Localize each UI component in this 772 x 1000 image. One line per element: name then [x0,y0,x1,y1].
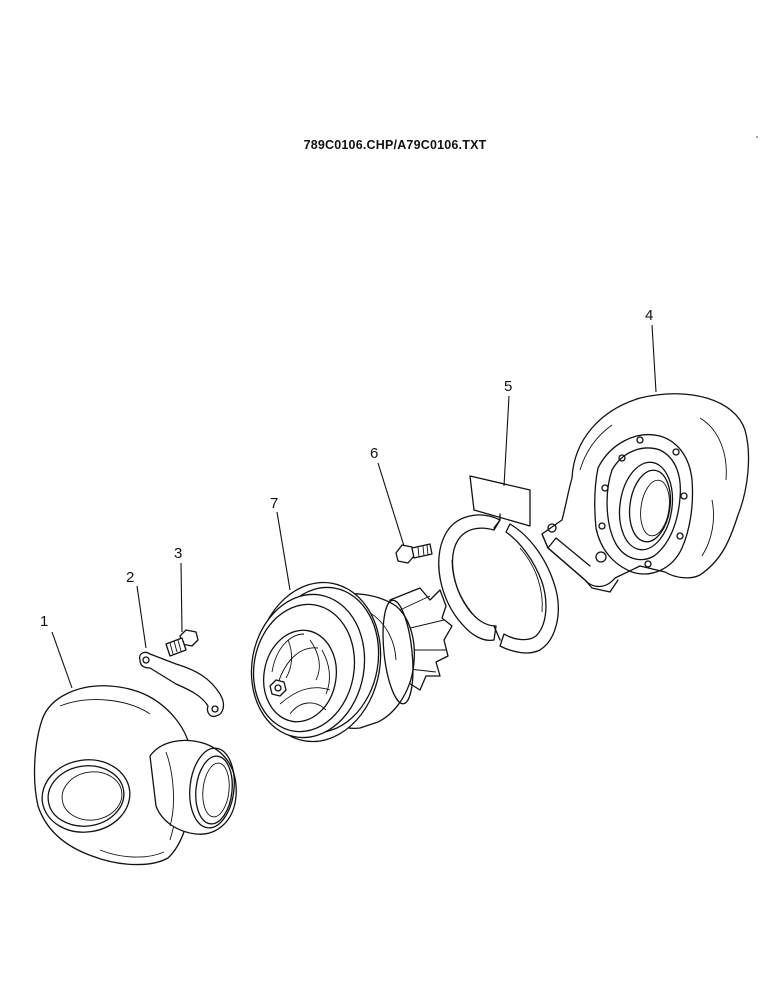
callout-1: 1 [40,613,48,630]
bolt-icon [395,543,433,564]
leader-line-5 [503,395,510,487]
callout-3: 3 [174,545,182,562]
v-band-clamp-icon [438,475,559,654]
callout-7: 7 [270,495,278,512]
scan-speck [756,136,758,138]
leader-line-6 [377,462,405,547]
leader-line-3 [180,562,183,633]
cartridge-assembly-icon [250,581,453,743]
leader-line-7 [276,511,291,591]
callout-5: 5 [504,378,512,395]
compressor-housing-icon [33,685,237,866]
cap-screw-icon [165,629,199,657]
leader-line-1 [51,631,73,689]
leader-line-2 [136,585,147,649]
callout-numbers: 1 2 3 4 5 6 7 [40,307,653,630]
turbine-housing-icon [541,393,750,593]
leader-lines [51,324,657,689]
drawing-reference: 789C0106.CHP/A79C0106.TXT [303,138,487,152]
lock-plate-icon [138,651,225,718]
leader-line-4 [651,324,657,393]
callout-2: 2 [126,569,134,586]
callout-4: 4 [645,307,653,324]
callout-6: 6 [370,445,378,462]
